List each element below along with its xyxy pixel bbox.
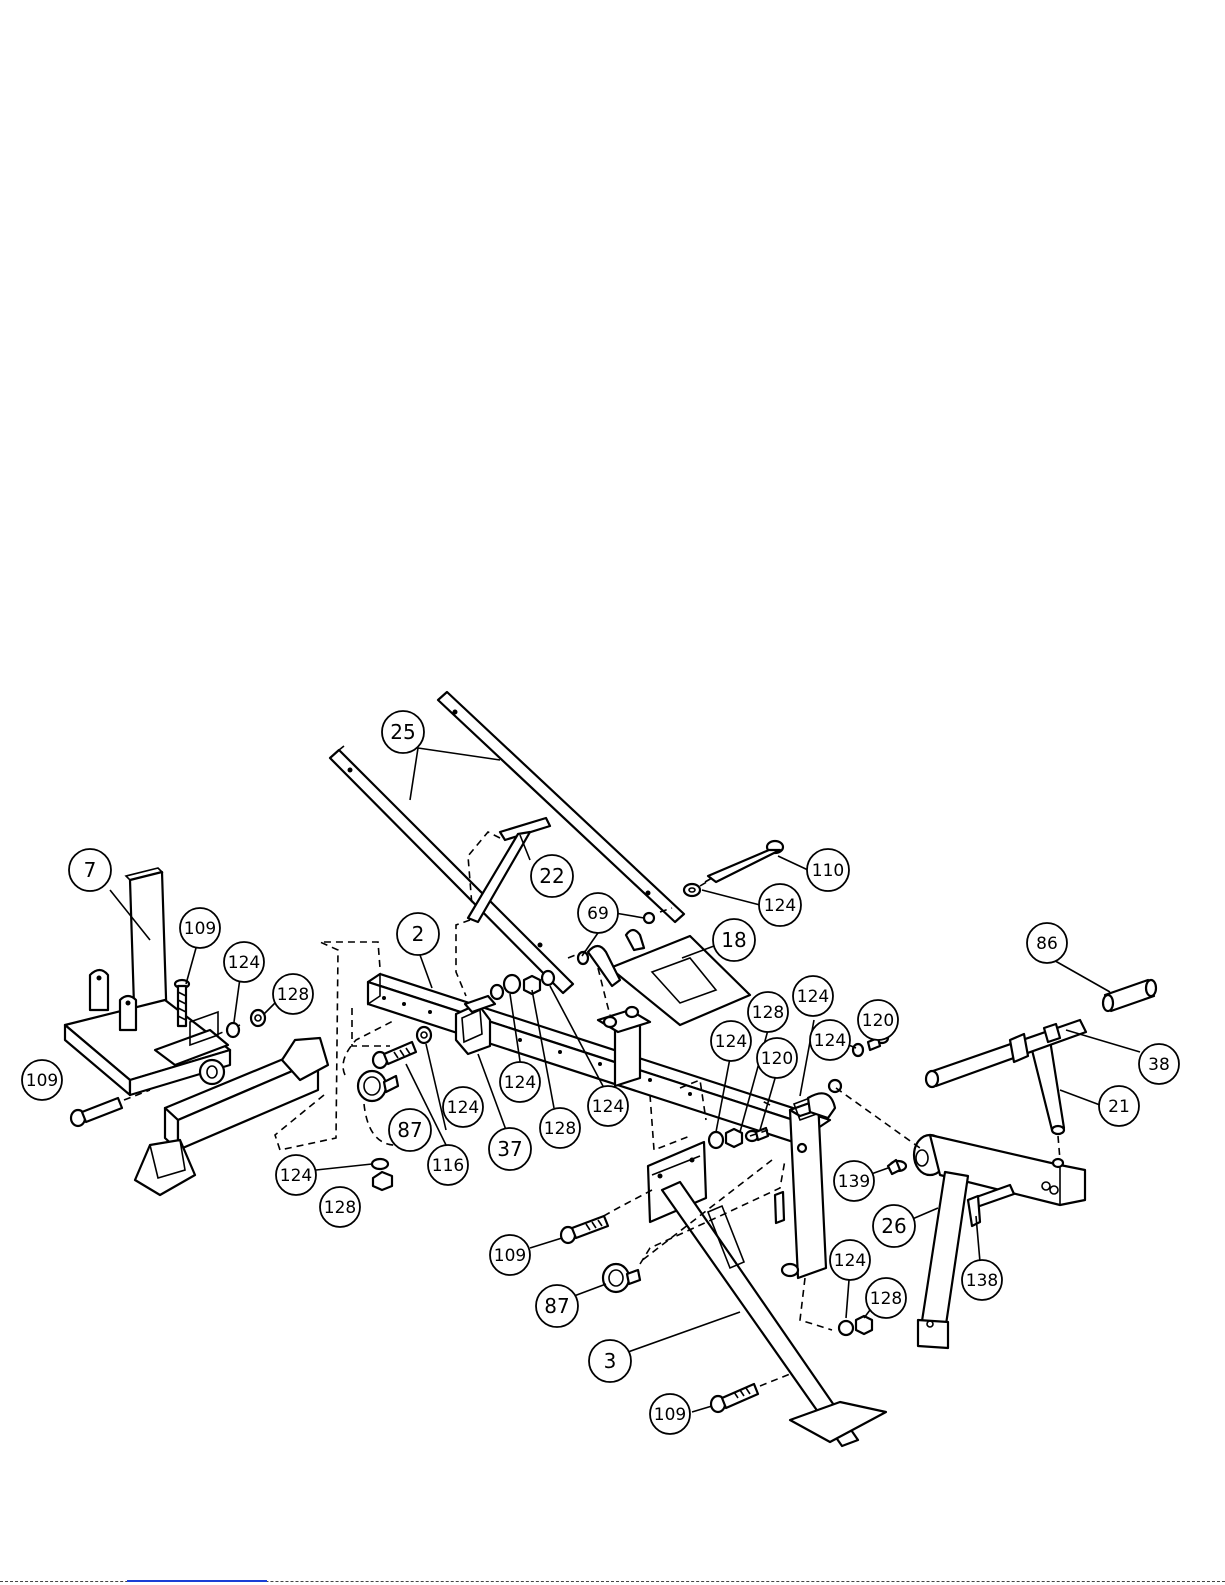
callout-128-bottom: 128 [866,1278,906,1318]
callout-116: 116 [428,1145,468,1185]
svg-text:124: 124 [504,1073,536,1093]
part-124-128-bottom-hardware [839,1316,872,1335]
page-footer-link-underline [127,1580,267,1582]
svg-text:37: 37 [497,1137,522,1161]
callout-124-b: 124 [500,1062,540,1102]
svg-text:116: 116 [432,1156,464,1176]
callout-26: 26 [873,1205,915,1247]
callout-124-top: 124 [759,884,801,926]
callout-38: 38 [1139,1044,1179,1084]
part-26-arm-frame [888,1135,1085,1348]
svg-text:124: 124 [228,953,260,973]
callout-22: 22 [531,855,573,897]
part-109-mid-bolt [561,1216,608,1243]
callout-138: 138 [962,1260,1002,1300]
callout-87-mid: 87 [536,1285,578,1327]
callout-25: 25 [382,711,424,753]
svg-text:109: 109 [494,1246,526,1266]
svg-text:120: 120 [862,1011,894,1031]
part-86-grip [1103,980,1156,1011]
callout-128-a: 128 [540,1108,580,1148]
svg-text:124: 124 [715,1032,747,1052]
svg-text:124: 124 [280,1166,312,1186]
svg-text:124: 124 [797,987,829,1007]
svg-text:25: 25 [390,720,415,744]
svg-text:87: 87 [544,1294,569,1318]
callout-3: 3 [589,1340,631,1382]
svg-text:87: 87 [397,1118,422,1142]
callout-109-left: 109 [22,1060,62,1100]
svg-text:124: 124 [592,1097,624,1117]
callout-124-mid: 124 [711,1021,751,1061]
part-124-128-low-hardware [372,1159,392,1190]
svg-text:128: 128 [544,1119,576,1139]
svg-text:18: 18 [721,928,746,952]
callout-124-mid-right: 124 [810,1020,850,1060]
callout-124-c: 124 [588,1086,628,1126]
svg-text:38: 38 [1148,1055,1170,1075]
callout-124-a: 124 [443,1087,483,1127]
callout-37: 37 [489,1128,531,1170]
part-21-stem [1030,1040,1064,1134]
callout-69: 69 [578,893,618,933]
svg-text:7: 7 [84,858,97,882]
part-109-bottom-bolt [711,1384,758,1412]
callout-124-left: 124 [224,942,264,982]
svg-text:3: 3 [604,1349,617,1373]
callout-7: 7 [69,849,111,891]
svg-text:2: 2 [412,922,425,946]
svg-text:22: 22 [539,864,564,888]
svg-text:128: 128 [277,985,309,1005]
svg-text:128: 128 [324,1198,356,1218]
callout-124-right: 124 [793,976,833,1016]
callout-124-low: 124 [276,1155,316,1195]
callout-109-bottom: 109 [650,1394,690,1434]
callout-110: 110 [807,849,849,891]
svg-text:110: 110 [812,861,844,881]
callout-2: 2 [397,913,439,955]
svg-text:109: 109 [654,1405,686,1425]
svg-text:120: 120 [761,1049,793,1069]
svg-text:139: 139 [838,1172,870,1192]
part-109-spring-bolt [175,980,189,1026]
callout-128-mid: 128 [748,992,788,1032]
svg-text:124: 124 [764,896,796,916]
svg-text:128: 128 [870,1289,902,1309]
svg-text:86: 86 [1036,934,1058,954]
svg-text:26: 26 [881,1214,906,1238]
svg-text:128: 128 [752,1003,784,1023]
callout-139: 139 [834,1161,874,1201]
svg-text:124: 124 [447,1098,479,1118]
part-124-128-upright-hardware [227,1010,265,1037]
callout-109-mid: 109 [490,1235,530,1275]
callout-86: 86 [1027,923,1067,963]
callout-120-right: 120 [858,1000,898,1040]
svg-text:124: 124 [814,1031,846,1051]
callout-87-left: 87 [389,1109,431,1151]
callout-109-upright: 109 [180,908,220,948]
svg-text:21: 21 [1108,1097,1130,1117]
svg-text:109: 109 [26,1071,58,1091]
callout-124-bottom: 124 [830,1240,870,1280]
callout-120-mid: 120 [757,1038,797,1078]
part-109-left-bolt [71,1090,150,1126]
svg-text:109: 109 [184,919,216,939]
callout-128-left: 128 [273,974,313,1014]
part-87-mid-knob [603,1264,640,1292]
callout-128-low: 128 [320,1187,360,1227]
callout-21: 21 [1099,1086,1139,1126]
part-38-handle-bar [926,1020,1086,1087]
callout-18: 18 [713,919,755,961]
svg-text:138: 138 [966,1271,998,1291]
svg-text:124: 124 [834,1251,866,1271]
svg-text:69: 69 [587,904,609,924]
